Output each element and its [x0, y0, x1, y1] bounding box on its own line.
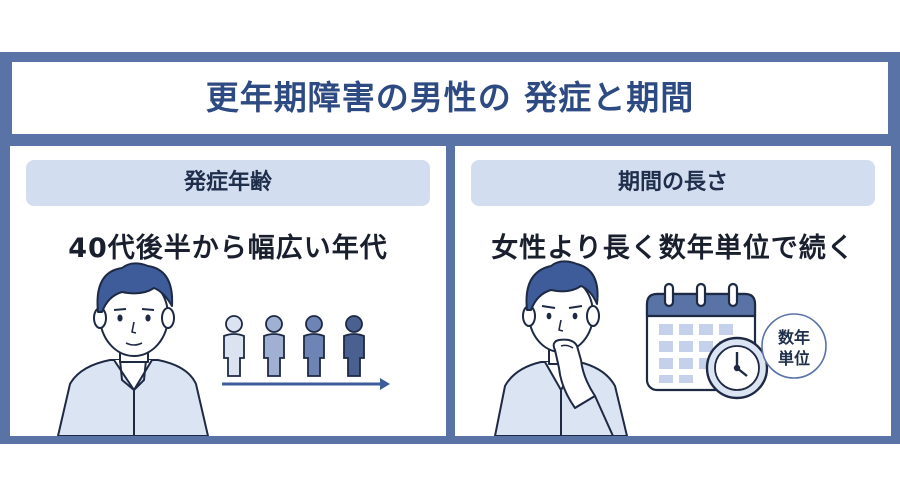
- man-illustration: [57, 262, 209, 436]
- figure-older: [303, 315, 325, 377]
- figure-middle: [263, 315, 285, 377]
- age-figures: [223, 315, 365, 377]
- figure-oldest: [343, 315, 365, 377]
- clock-icon: [705, 336, 769, 400]
- duration-illustration: 数年 単位: [494, 260, 827, 436]
- figure-young: [223, 315, 245, 377]
- duration-panel: 期間の長さ 女性より長く数年単位で続く: [455, 146, 891, 436]
- badge-line1: 数年: [778, 328, 810, 347]
- duration-subtitle: 女性より長く数年単位で続く: [491, 233, 855, 264]
- onset-age-illustration: [57, 262, 390, 436]
- years-badge: 数年 単位: [761, 313, 827, 379]
- title-box: 更年期障害の男性の 発症と期間: [12, 62, 888, 134]
- onset-age-subtitle: 40代後半から幅広い年代: [68, 233, 388, 264]
- badge-line2: 単位: [778, 349, 810, 368]
- onset-age-header: 発症年齢: [26, 160, 430, 206]
- duration-header: 期間の長さ: [471, 160, 875, 206]
- age-arrow: [222, 378, 390, 390]
- thinking-man-illustration: [494, 260, 628, 436]
- page-title: 更年期障害の男性の 発症と期間: [205, 78, 695, 117]
- calendar-grid: [659, 324, 733, 383]
- onset-age-panel: 発症年齢 40代後半から幅広い年代: [10, 146, 446, 436]
